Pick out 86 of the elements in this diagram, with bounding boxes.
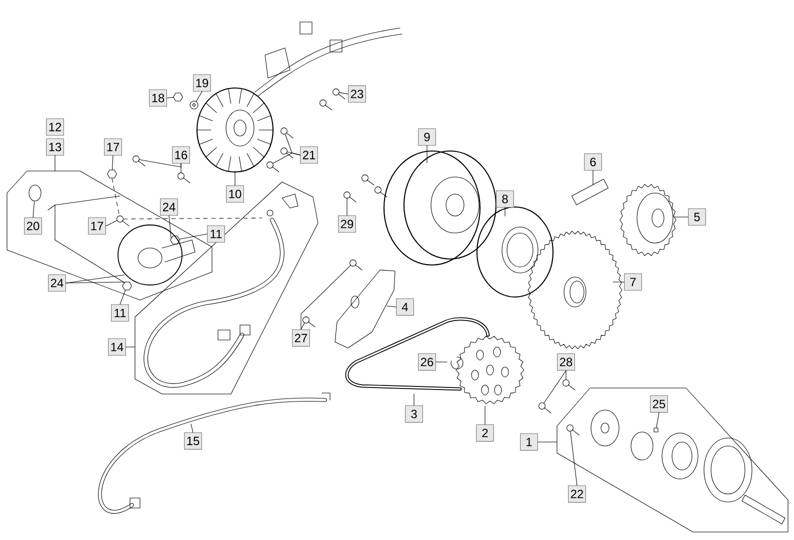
bolt bbox=[562, 380, 576, 390]
leader-line bbox=[484, 406, 486, 425]
callout-number: 11 bbox=[207, 225, 225, 243]
leader-line bbox=[196, 91, 202, 102]
leader-line bbox=[504, 207, 506, 216]
leader-line bbox=[272, 152, 300, 164]
leader-line bbox=[674, 216, 688, 218]
callout-number: 15 bbox=[184, 432, 202, 450]
nut bbox=[107, 170, 117, 178]
bolt bbox=[280, 148, 294, 158]
callout-number: 24 bbox=[160, 198, 178, 216]
callout-number: 1 bbox=[520, 433, 538, 451]
callout-number: 5 bbox=[688, 208, 706, 226]
callout-number: 20 bbox=[24, 217, 42, 235]
key bbox=[654, 428, 658, 432]
bolt bbox=[332, 88, 346, 100]
washer bbox=[190, 100, 198, 110]
group-outline bbox=[134, 182, 318, 394]
leader-line bbox=[112, 178, 120, 216]
callout-number: 17 bbox=[104, 138, 122, 156]
leader-line bbox=[66, 282, 124, 284]
leader-line bbox=[126, 346, 136, 348]
callout-number: 3 bbox=[405, 405, 423, 423]
leader-line bbox=[32, 200, 35, 218]
bolt bbox=[538, 402, 552, 414]
leader-line bbox=[339, 92, 348, 94]
leader-line bbox=[300, 265, 351, 330]
callout-number: 12 bbox=[46, 118, 64, 136]
callout-number: 17 bbox=[88, 217, 106, 235]
leader-line bbox=[190, 424, 194, 433]
callout-number: 11 bbox=[111, 304, 129, 322]
callout-number: 16 bbox=[172, 146, 190, 164]
callout-number: 4 bbox=[396, 298, 414, 316]
callout-number: 10 bbox=[226, 185, 244, 203]
leader-line bbox=[300, 322, 305, 330]
callout-number: 2 bbox=[476, 424, 494, 442]
callout-number: 25 bbox=[650, 395, 668, 413]
bolt bbox=[178, 172, 190, 184]
leader-line bbox=[112, 155, 114, 170]
callout-number: 21 bbox=[300, 146, 318, 164]
bolt bbox=[302, 316, 316, 328]
nut bbox=[173, 92, 183, 102]
callout-number: 26 bbox=[418, 353, 436, 371]
leader-line bbox=[106, 220, 118, 226]
callout-number: 28 bbox=[557, 353, 575, 371]
leader-line bbox=[386, 306, 396, 308]
leader-line bbox=[66, 274, 124, 284]
nut bbox=[122, 282, 132, 290]
callout-number: 22 bbox=[568, 485, 586, 503]
bolt bbox=[280, 128, 294, 138]
bolt bbox=[350, 260, 362, 270]
bolt bbox=[566, 424, 580, 436]
callout-number: 27 bbox=[292, 329, 310, 347]
callout-number: 7 bbox=[624, 273, 642, 291]
leader-line bbox=[139, 159, 182, 168]
leader-line bbox=[234, 170, 236, 186]
callout-number: 29 bbox=[338, 215, 356, 233]
bolt bbox=[266, 162, 280, 172]
callout-number: 23 bbox=[348, 85, 366, 103]
callout-number: 14 bbox=[108, 338, 126, 356]
group-outline bbox=[556, 388, 788, 532]
bolt bbox=[344, 192, 356, 202]
callout-number: 19 bbox=[193, 74, 211, 92]
group-outline bbox=[6, 170, 212, 300]
callout-number: 24 bbox=[48, 274, 66, 292]
callout-number: 13 bbox=[46, 138, 64, 156]
leader-line bbox=[168, 215, 172, 238]
callout-number: 6 bbox=[584, 153, 602, 171]
bolt bbox=[132, 156, 146, 166]
leader-line bbox=[166, 97, 174, 98]
leader-line bbox=[120, 290, 126, 305]
nut bbox=[170, 236, 180, 244]
leader-line bbox=[54, 155, 56, 171]
callout-number: 9 bbox=[418, 128, 436, 146]
leader-line bbox=[346, 198, 348, 216]
leader-line bbox=[123, 218, 262, 220]
o-ring bbox=[28, 184, 42, 202]
callout-number: 18 bbox=[149, 89, 167, 107]
leader-line bbox=[544, 370, 566, 404]
leader-line bbox=[570, 431, 578, 486]
leader-line bbox=[426, 145, 428, 164]
callout-number: 8 bbox=[496, 190, 514, 208]
bolt bbox=[116, 216, 130, 226]
leader-line bbox=[179, 234, 208, 240]
leader-line bbox=[592, 170, 594, 186]
leader-line bbox=[656, 412, 660, 428]
